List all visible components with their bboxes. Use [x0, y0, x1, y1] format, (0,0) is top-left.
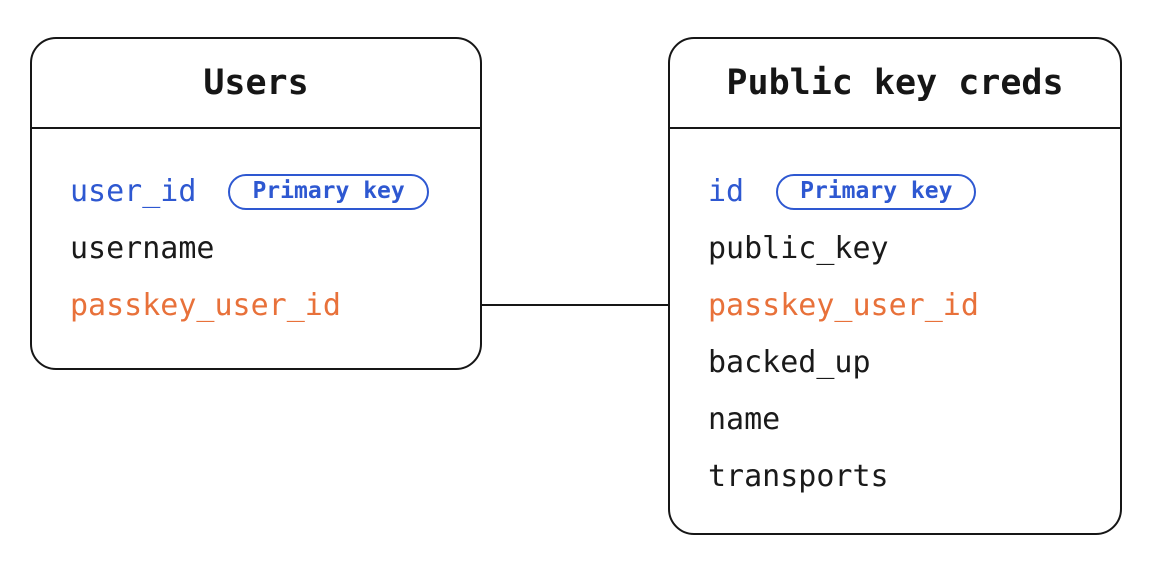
primary-key-badge: Primary key — [776, 173, 977, 210]
field-name: passkey_user_id — [708, 288, 979, 323]
table-users-fields: user_id Primary key username passkey_use… — [32, 129, 480, 334]
field-name: name — [708, 402, 781, 437]
field-row-passkey-user-id: passkey_user_id — [708, 277, 1120, 334]
primary-key-badge: Primary key — [228, 173, 429, 210]
field-row-name: name — [708, 391, 1120, 448]
table-title: Users — [203, 63, 309, 103]
table-users-header: Users — [32, 39, 480, 129]
field-name: transports — [708, 459, 889, 494]
relationship-connector — [482, 304, 668, 306]
field-row-user-id: user_id Primary key — [70, 163, 480, 220]
field-name: username — [70, 231, 215, 266]
field-row-transports: transports — [708, 448, 1120, 505]
field-name: id — [708, 174, 745, 209]
field-name: public_key — [708, 231, 889, 266]
field-name: passkey_user_id — [70, 288, 341, 323]
field-name: backed_up — [708, 345, 871, 380]
table-users: Users user_id Primary key username passk… — [30, 37, 482, 370]
table-public-key-creds: Public key creds id Primary key public_k… — [668, 37, 1122, 535]
table-title: Public key creds — [726, 63, 1064, 103]
field-row-backed-up: backed_up — [708, 334, 1120, 391]
field-row-username: username — [70, 220, 480, 277]
field-row-public-key: public_key — [708, 220, 1120, 277]
field-row-id: id Primary key — [708, 163, 1120, 220]
field-name: user_id — [70, 174, 197, 209]
table-public-key-creds-fields: id Primary key public_key passkey_user_i… — [670, 129, 1120, 505]
table-public-key-creds-header: Public key creds — [670, 39, 1120, 129]
field-row-passkey-user-id: passkey_user_id — [70, 277, 480, 334]
